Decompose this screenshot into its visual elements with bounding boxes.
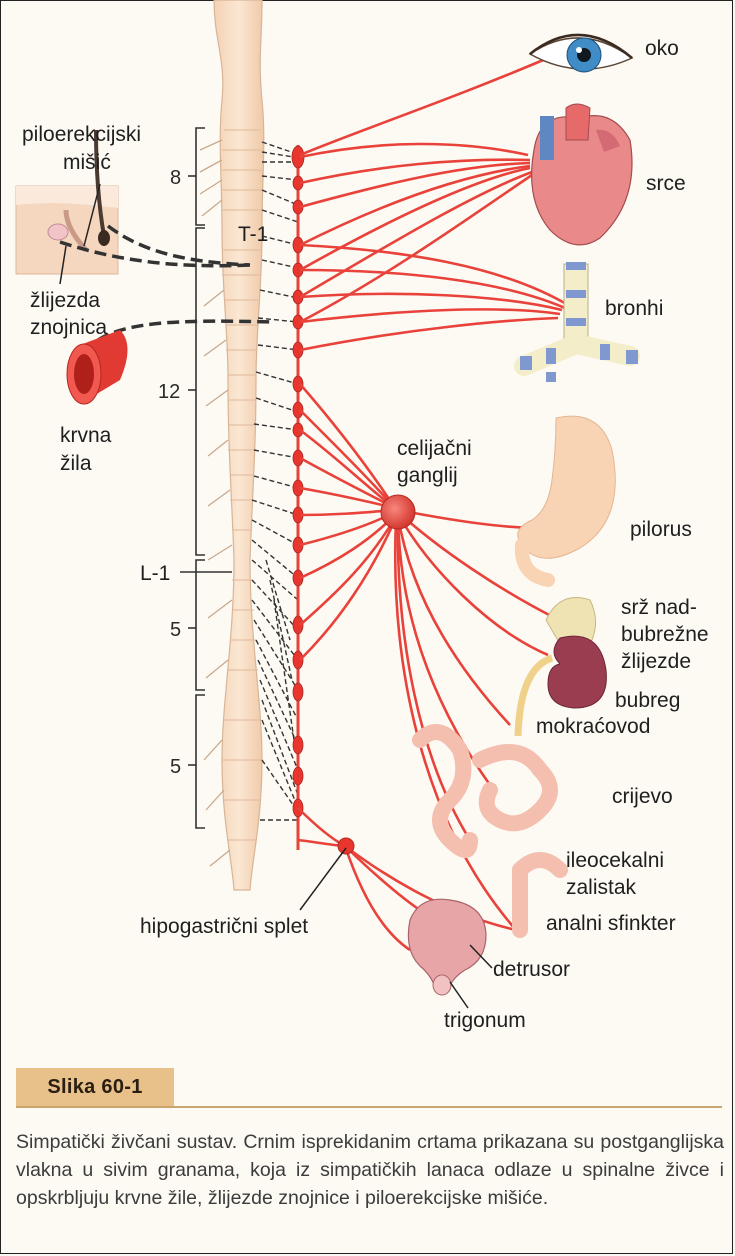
pointer-lines [59,183,493,1009]
segment-5a-label: 5 [170,619,181,641]
spinal-cord [213,0,265,891]
celiac-ganglion [380,494,416,530]
label-pilorus: pilorus [630,518,692,541]
t1-label: T-1 [238,223,268,246]
bronchi-illustration [514,262,640,382]
figure-divider [16,1106,722,1108]
segment-5b-label: 5 [170,756,181,778]
heart-illustration [531,103,633,246]
sympathetic-diagram: 8 T-1 12 L-1 5 5 [15,0,709,1032]
label-detrusor: detrusor [493,958,570,981]
label-ganglij: ganglij [397,464,458,487]
label-bubrezne: bubrežne [621,623,709,646]
label-krvna: krvna [60,424,112,447]
label-oko: oko [645,37,679,60]
label-hipogastricni-splet: hipogastrični splet [140,915,308,938]
label-srce: srce [646,172,686,195]
eye-illustration [528,33,634,73]
bladder-illustration [407,898,487,996]
label-analni-sfinkter: analni sfinkter [546,912,676,935]
label-crijevo: crijevo [612,785,673,808]
label-srz-nad: srž nad- [621,596,697,619]
hypogastric-plexus [337,837,355,855]
l1-label: L-1 [140,562,170,585]
skin-dashed-fibers [59,224,273,342]
label-bubreg: bubreg [615,689,680,712]
chain-ganglia [291,145,305,818]
spinal-nerve-roots-left [199,139,233,867]
skin-illustration [15,129,119,275]
segment-12-label: 12 [158,381,180,403]
blood-vessel [66,330,128,405]
label-trigonum: trigonum [444,1009,526,1032]
kidney-illustration [514,597,607,737]
label-misic: mišić [63,151,111,174]
label-mokracovod: mokraćovod [536,715,650,738]
segment-8-label: 8 [170,167,181,189]
label-bronhi: bronhi [605,297,663,320]
intestine-illustration [412,724,568,938]
label-zila: žila [60,452,92,475]
label-zlijezda: žlijezda [30,289,100,312]
label-piloerekcijski: piloerekcijski [22,123,141,146]
figure-caption: Simpatički živčani sustav. Crnim ispreki… [16,1131,724,1209]
stomach-illustration [514,415,616,587]
label-zlijezde: žlijezde [621,650,691,673]
spinal-segment-lines [222,129,262,841]
segment-brackets [180,127,232,829]
figure-number-badge: Slika 60-1 [16,1068,174,1108]
label-zalistak: zalistak [566,876,637,899]
sympathetic-fibers [297,53,569,952]
label-znojnica: znojnica [30,316,107,339]
label-ileocekalni: ileocekalni [566,849,664,872]
label-celijacni: celijačni [397,437,472,460]
